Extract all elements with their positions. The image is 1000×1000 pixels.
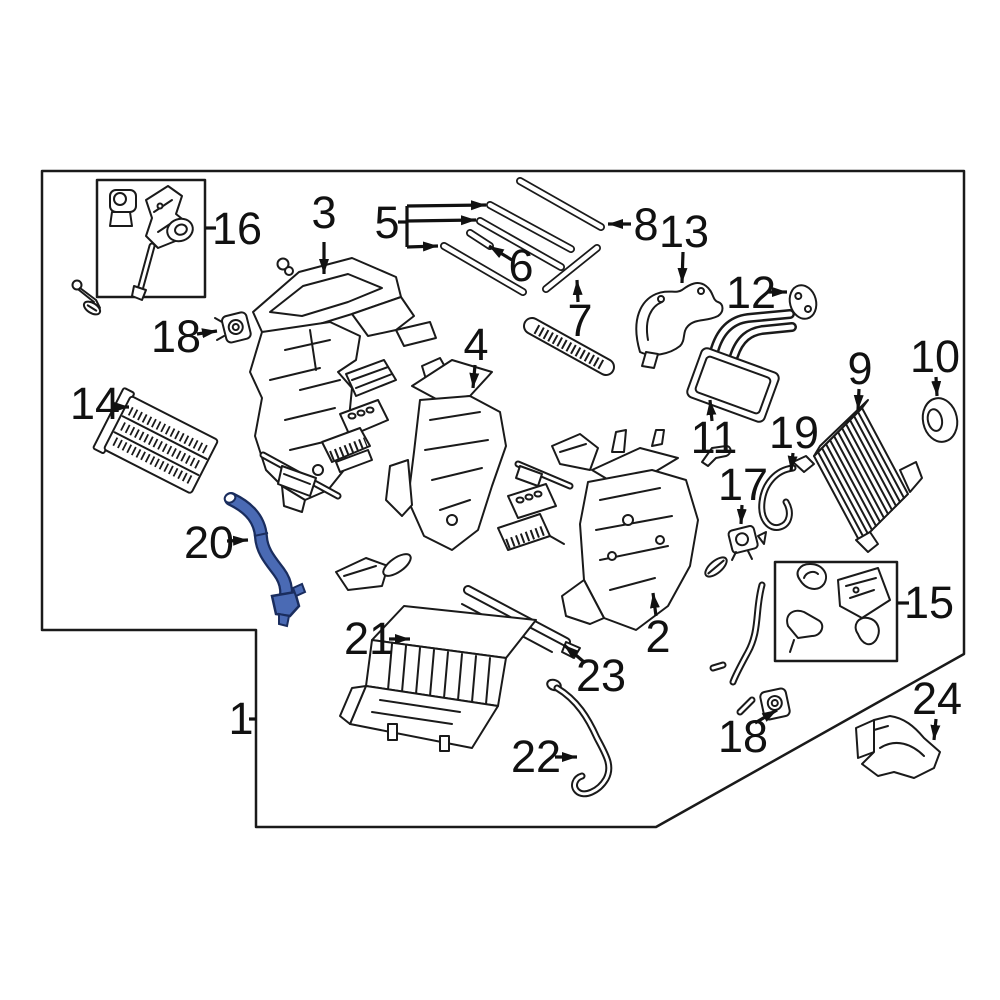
seal-strip-8 [516, 177, 605, 231]
callout-20: 20 [184, 517, 249, 568]
callout-label-12: 12 [726, 267, 776, 318]
callout-1: 1 [228, 693, 256, 744]
callout-14: 14 [70, 378, 129, 429]
part-16-actuator-kit [109, 185, 194, 301]
callout-label-24: 24 [912, 673, 962, 724]
callout-label-16: 16 [212, 203, 262, 254]
callout-label-17: 17 [718, 459, 768, 510]
small-clip [276, 257, 294, 276]
callout-label-22: 22 [511, 731, 561, 782]
callout-label-5: 5 [374, 197, 399, 248]
part-12-grommet [788, 284, 818, 320]
seal-strip-7 [542, 244, 601, 293]
callout-21: 21 [344, 613, 410, 664]
part-24-duct [855, 715, 941, 779]
callout-label-21: 21 [344, 613, 394, 664]
part-22-drain-hose [546, 678, 613, 798]
callout-label-15: 15 [904, 577, 954, 628]
callout-5: 5 [374, 197, 487, 252]
vent-scoop [335, 553, 412, 591]
part-17-actuator [727, 525, 767, 561]
callout-label-23: 23 [576, 650, 626, 701]
callout-24: 24 [912, 673, 962, 741]
callout-15: 15 [897, 577, 954, 628]
part-10-grommet [921, 397, 959, 443]
callout-8: 8 [608, 199, 659, 250]
callout-12: 12 [726, 267, 787, 318]
link-rod [709, 581, 766, 686]
callout-label-3: 3 [311, 187, 336, 238]
callout-16: 16 [205, 203, 262, 254]
leaf-clip [704, 556, 728, 578]
callout-label-1: 1 [228, 693, 253, 744]
callout-label-19: 19 [769, 407, 819, 458]
callout-7: 7 [567, 279, 593, 346]
callout-label-14: 14 [70, 378, 120, 429]
air-door-plates-left [321, 359, 397, 473]
callout-label-2: 2 [645, 611, 670, 662]
parts-artwork [71, 177, 959, 798]
wishbone-clip [701, 445, 732, 467]
part-14-heater-grid [92, 387, 219, 494]
callout-4: 4 [463, 319, 489, 389]
callout-23: 23 [562, 643, 626, 701]
callout-label-18-upper: 18 [151, 311, 201, 362]
seal-strip-5a [486, 201, 575, 253]
callout-label-11: 11 [691, 412, 738, 463]
callout-label-20: 20 [184, 517, 234, 568]
callout-label-8: 8 [633, 199, 658, 250]
callouts: 16 3 5 6 8 7 13 [70, 187, 962, 782]
callout-18-lower: 18 [718, 708, 778, 762]
callout-22: 22 [511, 731, 577, 782]
callout-18-upper: 18 [151, 311, 218, 362]
callout-2: 2 [645, 592, 671, 662]
callout-10: 10 [910, 331, 960, 397]
seal-strip-5b [476, 217, 565, 271]
cotter-pin-and-clip [71, 279, 102, 316]
callout-19: 19 [769, 407, 819, 472]
callout-6: 6 [488, 240, 534, 291]
seal-strip-5c [440, 242, 527, 296]
part-20-highlighted-hose [223, 492, 307, 628]
callout-label-10: 10 [910, 331, 960, 382]
part-19-hose-loop [758, 455, 815, 531]
hatched-seal-bar [523, 317, 615, 376]
seal-strip-6 [466, 229, 494, 250]
part-15-lever-kit [786, 563, 891, 653]
callout-11: 11 [691, 399, 738, 463]
part-18-upper-actuator [214, 311, 252, 344]
part-11-heater-core [686, 309, 797, 423]
air-door-plates-right [497, 433, 599, 551]
part-2-rear-case [561, 429, 699, 631]
callout-13: 13 [659, 206, 709, 284]
callout-label-18-lower: 18 [718, 711, 768, 762]
callout-label-13: 13 [659, 206, 709, 257]
callout-label-7: 7 [567, 295, 592, 346]
control-rod-left [259, 451, 342, 500]
callout-label-4: 4 [463, 319, 488, 370]
callout-9: 9 [847, 343, 873, 411]
part-13-pipe-bracket [635, 282, 724, 369]
part-4-center-case [385, 359, 507, 551]
callout-17: 17 [718, 459, 768, 525]
callout-label-6: 6 [508, 240, 533, 291]
part-9-evaporator-core [813, 399, 923, 553]
callout-label-9: 9 [847, 343, 872, 394]
callout-3: 3 [311, 187, 337, 274]
part-21-lower-case [339, 605, 537, 752]
